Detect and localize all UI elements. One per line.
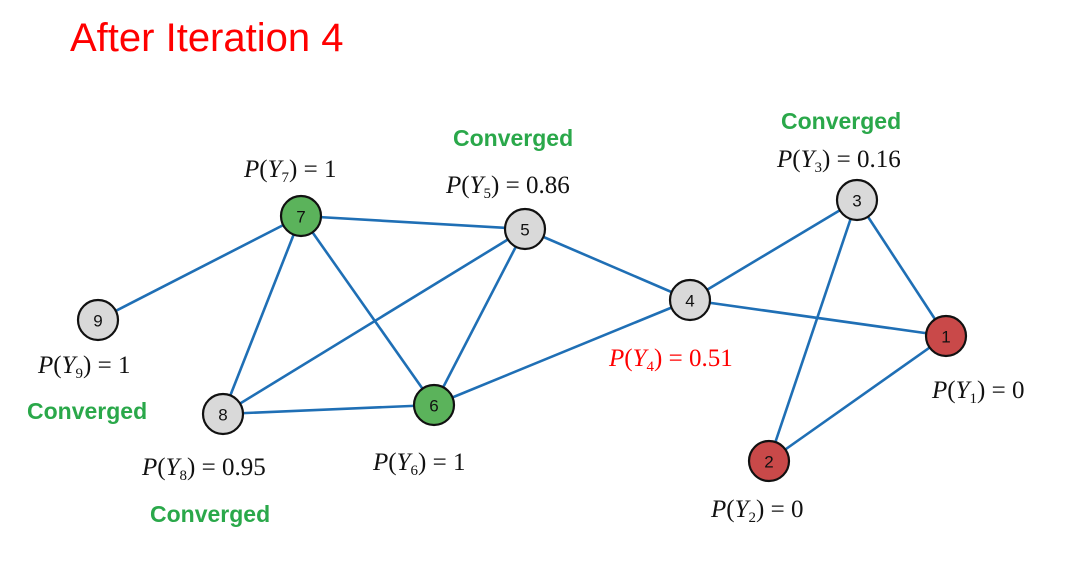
node-label-8: 8 (218, 406, 227, 425)
node-circle-1 (924, 314, 968, 358)
node-label-2: 2 (764, 453, 773, 472)
prob-label-node-8: P(Y8) = 0.95 (142, 454, 266, 484)
prob-label-node-3: P(Y3) = 0.16 (777, 146, 901, 176)
node-circle-8 (201, 392, 245, 436)
page-title: After Iteration 4 (70, 16, 344, 60)
converged-label-node-5: Converged (453, 125, 574, 151)
prob-label-node-6: P(Y6) = 1 (373, 449, 466, 479)
node-label-3: 3 (852, 192, 861, 211)
node-7: 7 (279, 194, 323, 238)
edges-layer (97, 198, 948, 463)
node-9: 9 (76, 298, 120, 342)
edge-4-3 (689, 198, 858, 302)
edge-8-6 (222, 403, 435, 416)
node-label-5: 5 (520, 221, 529, 240)
edge-6-4 (433, 298, 691, 407)
node-label-6: 6 (429, 397, 438, 416)
node-label-9: 9 (93, 312, 102, 331)
node-3: 3 (835, 178, 879, 222)
edge-5-6 (432, 228, 527, 406)
node-circle-7 (279, 194, 323, 238)
node-circle-5 (503, 207, 547, 251)
prob-label-node-4: P(Y4) = 0.51 (609, 345, 733, 375)
prob-label-node-5: P(Y5) = 0.86 (446, 172, 570, 202)
prob-label-node-2: P(Y2) = 0 (711, 496, 804, 526)
prob-label-node-1: P(Y1) = 0 (932, 377, 1025, 407)
node-circle-4 (668, 278, 712, 322)
node-circle-9 (76, 298, 120, 342)
prob-label-node-7: P(Y7) = 1 (244, 156, 337, 186)
edge-3-2 (767, 199, 859, 462)
edge-9-7 (97, 214, 302, 322)
node-1: 1 (924, 314, 968, 358)
converged-label-node-8: Converged (150, 501, 271, 527)
edge-7-8 (221, 215, 303, 415)
edge-7-6 (299, 215, 436, 406)
node-4: 4 (668, 278, 712, 322)
converged-label-node-9: Converged (27, 398, 148, 424)
node-circle-6 (412, 383, 456, 427)
edge-5-8 (222, 227, 526, 416)
converged-label-node-3: Converged (781, 108, 902, 134)
edge-7-5 (300, 214, 526, 231)
edge-2-1 (768, 334, 947, 463)
node-8: 8 (201, 392, 245, 436)
node-5: 5 (503, 207, 547, 251)
node-circle-2 (747, 439, 791, 483)
edge-5-4 (524, 227, 691, 302)
node-label-1: 1 (941, 328, 950, 347)
node-label-7: 7 (296, 208, 305, 227)
node-label-4: 4 (685, 292, 694, 311)
nodes-layer: 1 2 3 4 5 6 7 8 9 (76, 178, 968, 483)
node-2: 2 (747, 439, 791, 483)
node-6: 6 (412, 383, 456, 427)
node-circle-3 (835, 178, 879, 222)
prob-label-node-9: P(Y9) = 1 (38, 352, 131, 382)
edge-3-1 (855, 199, 948, 337)
